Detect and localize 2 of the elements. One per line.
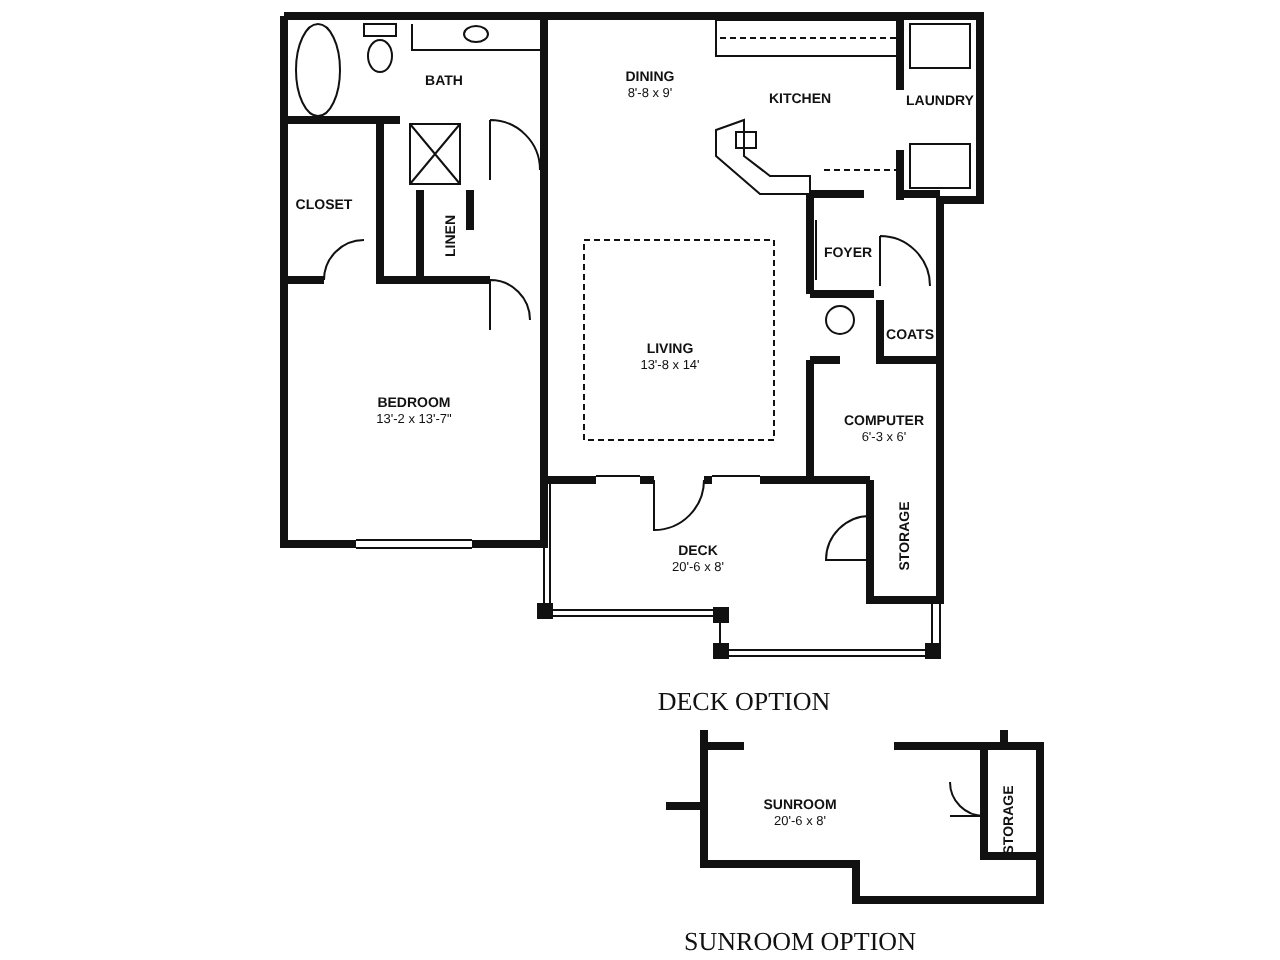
option-heading: DECK OPTION [657, 686, 831, 718]
option-heading: SUNROOM OPTION [684, 926, 916, 958]
